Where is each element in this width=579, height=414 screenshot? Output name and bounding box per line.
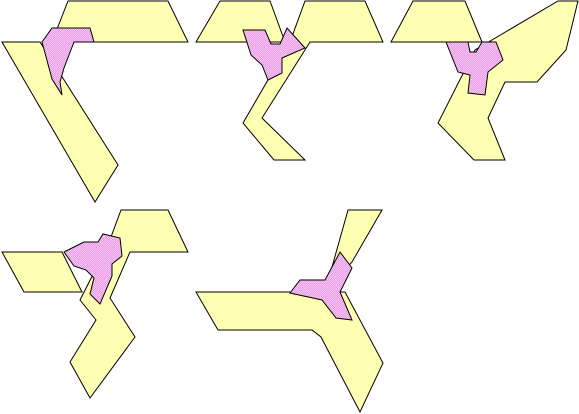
band-shape <box>195 291 384 414</box>
band-shape <box>242 0 384 161</box>
overlap-region <box>445 41 504 96</box>
figure-4 <box>1 209 189 399</box>
figure-5 <box>195 209 384 414</box>
band-shape <box>195 0 286 43</box>
figure-2 <box>195 0 384 161</box>
band-shape <box>1 251 83 293</box>
band-shape <box>437 0 579 161</box>
band-shape <box>1 41 119 203</box>
overlap-region <box>41 27 95 96</box>
figure-1 <box>1 0 189 203</box>
overlap-region <box>242 27 306 81</box>
overlap-region <box>289 251 353 321</box>
figure-3 <box>390 0 579 161</box>
band-shape <box>390 0 483 43</box>
overlap-region <box>63 233 123 305</box>
band-shape <box>69 209 189 399</box>
